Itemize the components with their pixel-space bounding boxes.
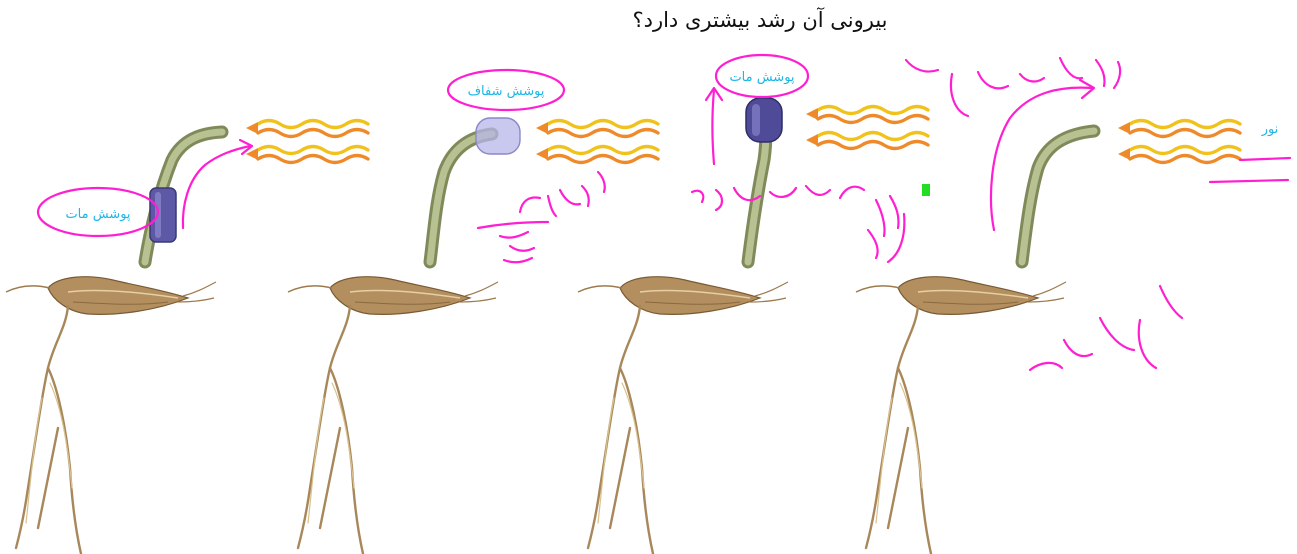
seed-1: [6, 277, 216, 554]
seed-3: [578, 277, 788, 554]
light-waves-1: [246, 121, 368, 163]
transparent-cover-cap: [476, 118, 520, 154]
panel-3: پوشش مات: [578, 55, 930, 554]
ink-scribble-4b: [1030, 286, 1182, 370]
seed-2: [288, 277, 498, 554]
seed-4: [856, 277, 1066, 554]
opaque-cover-cap: [746, 98, 782, 142]
label-light: نور: [1261, 122, 1279, 137]
light-waves-3: [806, 107, 928, 149]
light-waves-2: [536, 121, 658, 163]
label-opaque-cover-1: پوشش مات: [65, 207, 130, 222]
ink-scribble-3: [692, 186, 864, 210]
label-opaque-cover-2: پوشش مات: [729, 70, 794, 85]
ink-underline: [1210, 158, 1290, 182]
label-transparent-cover: پوشش شفاف: [468, 84, 545, 99]
ink-up-arrow: [713, 90, 715, 164]
panel-1: پوشش مات: [6, 121, 368, 554]
light-waves-4: [1118, 121, 1240, 163]
ink-scribble-2: [478, 222, 548, 262]
green-marker: [922, 184, 930, 196]
ink-curve-arrow-1: [183, 146, 250, 228]
opaque-cover-sleeve: [150, 188, 176, 242]
